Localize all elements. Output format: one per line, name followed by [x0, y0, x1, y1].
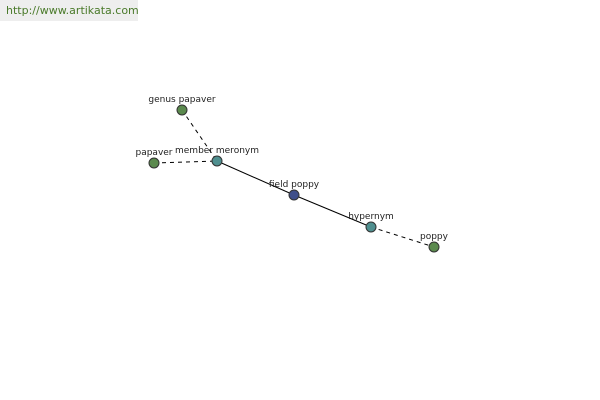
edge-papaver-to-member-meronym — [153, 160, 218, 164]
edge-genus-papaver-to-member-meronym — [181, 109, 218, 162]
node-genus-papaver-dot[interactable] — [176, 104, 188, 116]
edge-member-meronym-to-field-poppy — [216, 160, 295, 196]
node-hypernym-dot[interactable] — [365, 221, 377, 233]
node-field-poppy-dot[interactable] — [288, 189, 300, 201]
node-papaver-dot[interactable] — [148, 157, 160, 169]
node-hypernym[interactable]: hypernym — [348, 212, 394, 233]
node-poppy[interactable]: poppy — [420, 232, 449, 253]
site-url[interactable]: http://www.artikata.com — [0, 0, 139, 21]
edge-hypernym-to-poppy — [370, 226, 435, 248]
node-genus-papaver[interactable]: genus papaver — [148, 95, 216, 116]
node-hypernym-label: hypernym — [348, 212, 394, 222]
edge-field-poppy-to-hypernym — [293, 194, 372, 228]
node-genus-papaver-label: genus papaver — [148, 95, 216, 105]
node-member-meronym[interactable]: member meronym — [175, 146, 259, 167]
node-field-poppy[interactable]: field poppy — [269, 180, 320, 201]
node-member-meronym-dot[interactable] — [211, 155, 223, 167]
node-papaver-label: papaver — [135, 148, 172, 158]
node-poppy-label: poppy — [420, 232, 449, 242]
node-member-meronym-label: member meronym — [175, 146, 259, 156]
graph-edges — [153, 109, 435, 248]
node-poppy-dot[interactable] — [428, 241, 440, 253]
node-papaver[interactable]: papaver — [135, 148, 173, 169]
node-field-poppy-label: field poppy — [269, 180, 320, 190]
